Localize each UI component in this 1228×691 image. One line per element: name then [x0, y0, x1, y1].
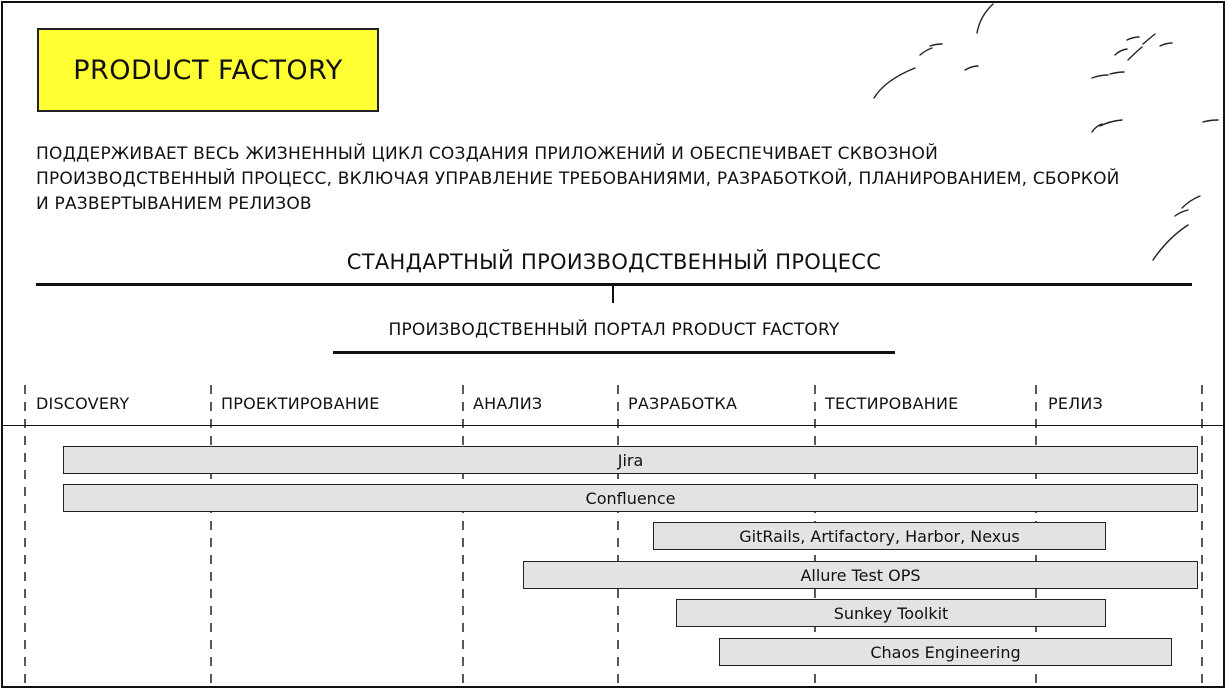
phase-label-analysis: АНАЛИЗ	[473, 394, 543, 413]
phase-label-development: РАЗРАБОТКА	[628, 394, 738, 413]
tool-bar-gitrails: GitRails, Artifactory, Harbor, Nexus	[653, 522, 1106, 550]
tool-bar-allure: Allure Test OPS	[523, 561, 1198, 589]
tool-label: Allure Test OPS	[800, 565, 921, 585]
process-divider	[36, 283, 1192, 286]
tool-bar-chaos: Chaos Engineering	[719, 638, 1172, 666]
tool-bar-jira: Jira	[63, 446, 1198, 474]
portal-title: ПРОИЗВОДСТВЕННЫЙ ПОРТАЛ PRODUCT FACTORY	[388, 320, 840, 340]
product-title: PRODUCT FACTORY	[73, 54, 343, 86]
phase-label-design: ПРОЕКТИРОВАНИЕ	[221, 394, 380, 413]
tool-label: Sunkey Toolkit	[833, 603, 949, 623]
tool-label: Confluence	[585, 488, 676, 508]
tool-label: GitRails, Artifactory, Harbor, Nexus	[739, 526, 1020, 546]
product-title-box: PRODUCT FACTORY	[37, 28, 379, 112]
process-connector	[612, 286, 614, 303]
tool-label: Chaos Engineering	[870, 642, 1021, 662]
phase-label-discovery: DISCOVERY	[36, 394, 130, 413]
product-description: ПОДДЕРЖИВАЕТ ВЕСЬ ЖИЗНЕННЫЙ ЦИКЛ СОЗДАНИ…	[36, 142, 1166, 217]
phase-label-release: РЕЛИЗ	[1048, 394, 1104, 413]
tool-bar-confluence: Confluence	[63, 484, 1198, 512]
description-line: И РАЗВЕРТЫВАНИЕМ РЕЛИЗОВ	[36, 194, 312, 214]
description-line: ПРОИЗВОДСТВЕННЫЙ ПРОЦЕСС, ВКЛЮЧАЯ УПРАВЛ…	[36, 169, 1120, 189]
process-title: СТАНДАРТНЫЙ ПРОИЗВОДСТВЕННЫЙ ПРОЦЕСС	[346, 250, 882, 274]
tool-label: Jira	[617, 450, 644, 470]
phase-header-divider	[3, 425, 1225, 426]
portal-divider	[333, 351, 895, 354]
phase-label-testing: ТЕСТИРОВАНИЕ	[825, 394, 959, 413]
tool-bar-sunkey: Sunkey Toolkit	[676, 599, 1106, 627]
description-line: ПОДДЕРЖИВАЕТ ВЕСЬ ЖИЗНЕННЫЙ ЦИКЛ СОЗДАНИ…	[36, 144, 939, 164]
